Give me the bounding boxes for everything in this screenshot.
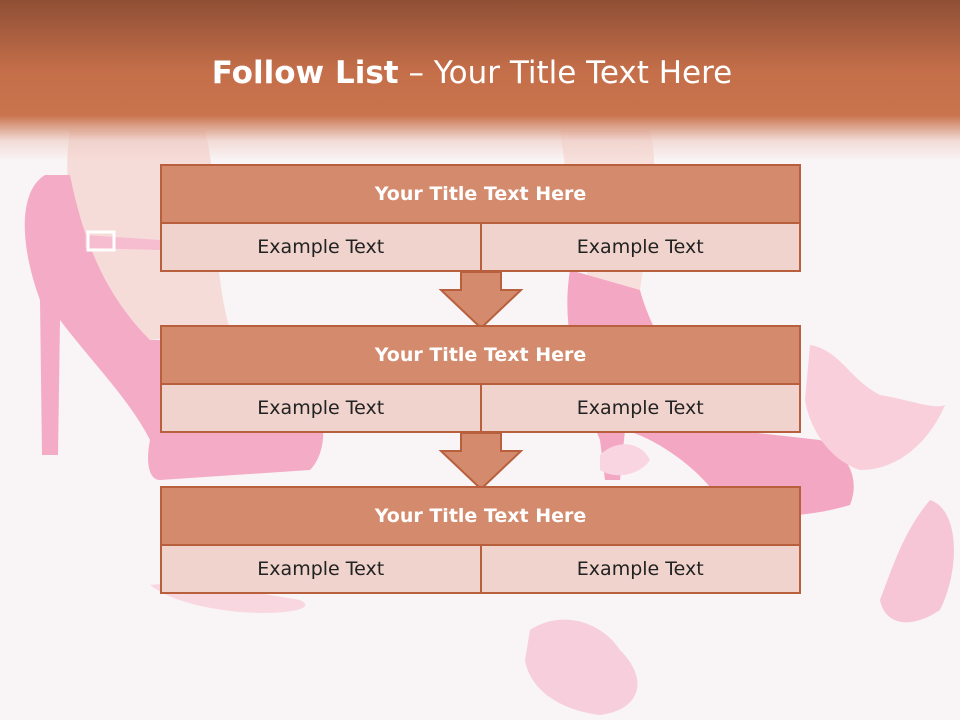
list-block-2: Your Title Text Here Example Text Exampl…: [160, 325, 801, 433]
block-cell-right: Example Text: [481, 385, 801, 433]
down-arrow-icon: [438, 432, 524, 491]
block-row: Example Text Example Text: [160, 224, 801, 272]
slide-title: Follow List – Your Title Text Here: [0, 55, 944, 91]
down-arrow-icon: [438, 271, 524, 330]
block-title: Your Title Text Here: [160, 486, 801, 546]
block-cell-left: Example Text: [160, 385, 482, 433]
slide-title-bold: Follow List: [211, 55, 399, 91]
block-cell-left: Example Text: [160, 224, 482, 272]
block-cell-right: Example Text: [481, 546, 801, 594]
list-block-3: Your Title Text Here Example Text Exampl…: [160, 486, 801, 594]
block-cell-left: Example Text: [160, 546, 482, 594]
slide-title-rest: – Your Title Text Here: [398, 55, 733, 91]
list-block-1: Your Title Text Here Example Text Exampl…: [160, 164, 801, 272]
block-row: Example Text Example Text: [160, 385, 801, 433]
block-title: Your Title Text Here: [160, 325, 801, 385]
block-cell-right: Example Text: [481, 224, 801, 272]
block-title: Your Title Text Here: [160, 164, 801, 224]
title-band: [0, 0, 960, 160]
block-row: Example Text Example Text: [160, 546, 801, 594]
